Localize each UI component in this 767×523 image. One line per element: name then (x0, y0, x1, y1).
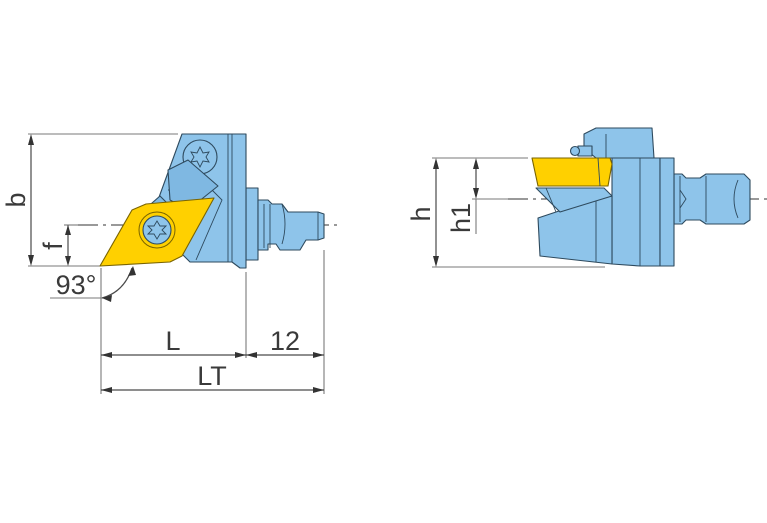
arrow-icon (433, 158, 439, 169)
insert (531, 157, 613, 187)
arrow-icon (65, 225, 71, 235)
h1-label: h1 (446, 203, 476, 233)
left-view: b f 93° L 12 LT (1, 133, 340, 394)
arrow-icon (433, 256, 439, 267)
h-label: h (406, 206, 436, 221)
arrow-icon (246, 352, 257, 358)
arrow-icon (473, 188, 479, 199)
arrow-icon (102, 295, 112, 302)
arrow-icon (313, 387, 324, 393)
lt-label: LT (197, 361, 227, 391)
right-view: h h1 (406, 127, 767, 268)
angle-label: 93° (56, 270, 97, 300)
arrow-icon (235, 352, 246, 358)
f-label: f (38, 242, 68, 250)
insert-screw (142, 215, 172, 245)
shank-length-label: 12 (270, 326, 300, 356)
clamp-lever (167, 159, 219, 211)
shank (245, 187, 325, 261)
arrow-icon (28, 134, 34, 145)
arrow-icon (101, 352, 112, 358)
shank-adapter (673, 173, 751, 225)
arrow-icon (473, 158, 479, 169)
insert (99, 197, 215, 267)
arrow-icon (101, 387, 112, 393)
angle-arc (101, 267, 133, 299)
insert-edge (597, 157, 601, 187)
arrow-icon (28, 255, 34, 266)
arrow-icon (313, 352, 324, 358)
arrow-icon (128, 266, 136, 276)
torx-icon (190, 145, 210, 169)
l-label: L (165, 326, 180, 356)
b-label: b (1, 192, 31, 207)
arrow-icon (65, 256, 71, 266)
holder-body (535, 157, 675, 267)
coolant-nozzle (569, 127, 655, 159)
torx-icon (146, 220, 168, 240)
